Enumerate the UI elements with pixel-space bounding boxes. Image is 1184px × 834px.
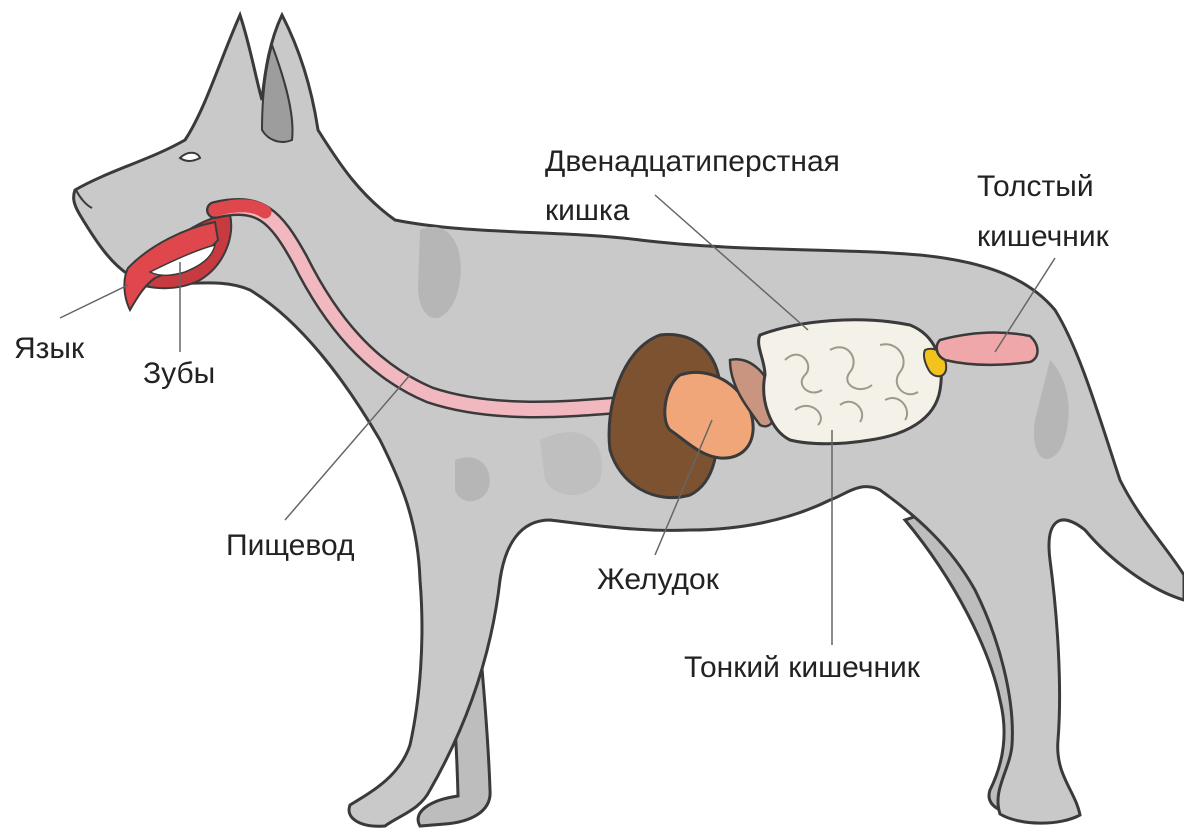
label-duodenum-line1: Двенадцатиперстная bbox=[545, 143, 840, 180]
leader-tongue bbox=[60, 285, 128, 318]
small-intestine bbox=[759, 320, 942, 444]
label-tongue: Язык bbox=[14, 330, 84, 367]
esophagus-upper bbox=[215, 206, 265, 212]
label-esophagus: Пищевод bbox=[226, 527, 354, 564]
large-intestine bbox=[937, 333, 1038, 365]
label-small-intestine: Тонкий кишечник bbox=[684, 649, 920, 686]
label-teeth: Зубы bbox=[143, 355, 215, 392]
label-duodenum-line2: кишка bbox=[545, 192, 629, 229]
belly-shadow bbox=[540, 432, 602, 495]
label-large-intestine-line1: Толстый bbox=[977, 168, 1094, 205]
label-large-intestine-line2: кишечник bbox=[977, 218, 1109, 255]
label-stomach: Желудок bbox=[597, 561, 719, 598]
